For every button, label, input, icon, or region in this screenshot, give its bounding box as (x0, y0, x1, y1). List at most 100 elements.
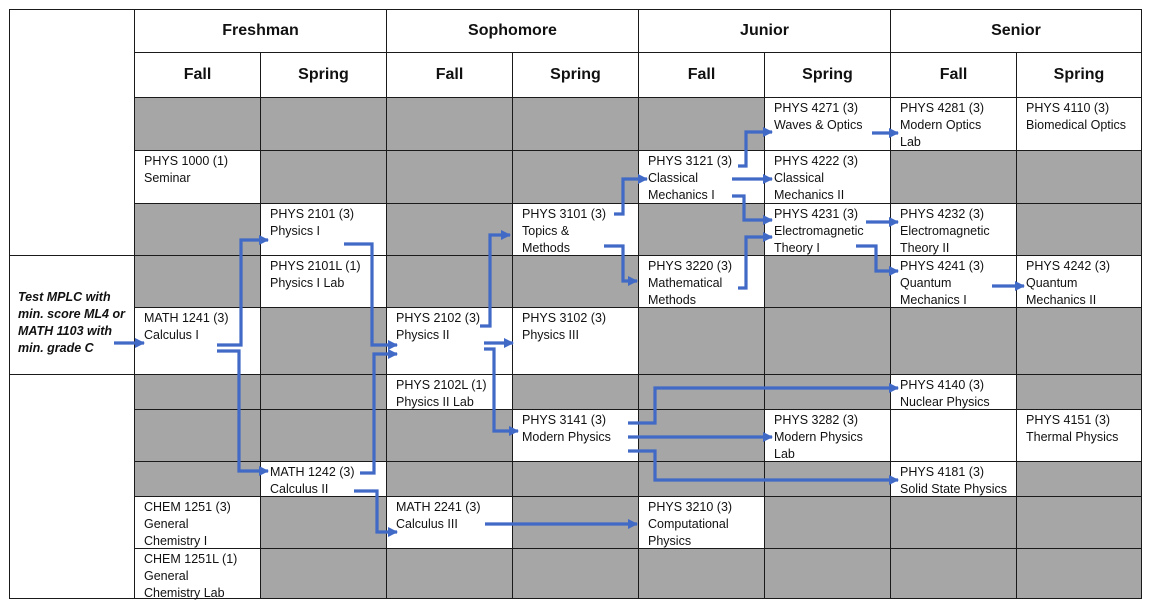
course-code: PHYS 4241 (3) (900, 259, 985, 273)
term-header-spring: Spring (512, 52, 639, 98)
course-title: Modern Physics (522, 430, 611, 444)
empty-cell (764, 307, 891, 375)
course-title: Electromagnetic Theory II (900, 224, 990, 255)
empty-cell (890, 496, 1017, 549)
course-code: PHYS 3102 (3) (522, 311, 607, 325)
course-title: Solid State Physics (900, 482, 1007, 496)
course-title: Seminar (144, 171, 191, 185)
empty-cell (764, 496, 891, 549)
arrow-math1241-to-math1242 (217, 349, 270, 477)
course-code: MATH 1241 (3) (144, 311, 229, 325)
course-code: PHYS 3282 (3) (774, 413, 859, 427)
arrow-math1242-to-phys2102 (360, 348, 399, 475)
course-code: PHYS 3141 (3) (522, 413, 607, 427)
empty-cell (638, 374, 765, 410)
prerequisite-note: Test MPLC with min. score ML4 or MATH 11… (18, 290, 125, 355)
course-code: CHEM 1251 (3) (144, 500, 231, 514)
course-cell-phys4281: PHYS 4281 (3) Modern Optics Lab (890, 97, 1017, 151)
term-header-spring: Spring (1016, 52, 1142, 98)
empty-cell (512, 255, 639, 308)
arrow-phys2102-to-phys3101 (480, 229, 512, 328)
arrow-phys4231-to-phys4241 (856, 244, 900, 277)
empty-cell (764, 548, 891, 599)
course-cell-phys4110: PHYS 4110 (3) Biomedical Optics (1016, 97, 1142, 151)
course-code: PHYS 4232 (3) (900, 207, 985, 221)
arrow-math1241-to-phys2101 (217, 234, 270, 347)
arrow-math1242-to-math2241 (354, 489, 399, 538)
course-code: PHYS 4281 (3) (900, 101, 985, 115)
empty-cell (1016, 150, 1142, 204)
empty-cell (386, 548, 513, 599)
course-code: PHYS 2101 (3) (270, 207, 355, 221)
course-code: PHYS 2102 (3) (396, 311, 481, 325)
empty-cell (890, 307, 1017, 375)
empty-cell (764, 255, 891, 308)
course-cell-phys2101l: PHYS 2101L (1) Physics I Lab (260, 255, 387, 308)
course-title: Calculus III (396, 517, 458, 531)
course-title: Waves & Optics (774, 118, 863, 132)
course-title: Mathematical Methods (648, 276, 723, 307)
arrow-phys3121-to-phys4231 (732, 194, 774, 226)
corner-cell (9, 9, 135, 256)
course-code: PHYS 1000 (1) (144, 154, 229, 168)
empty-cell (512, 548, 639, 599)
course-title: Topics & Methods (522, 224, 570, 255)
left-blank-cell (9, 374, 135, 599)
arrow-phys3101-to-phys3121 (614, 173, 649, 216)
course-cell-phys3141: PHYS 3141 (3) Modern Physics (512, 409, 639, 462)
course-code: PHYS 4271 (3) (774, 101, 859, 115)
course-cell-phys4241: PHYS 4241 (3) Quantum Mechanics I (890, 255, 1017, 308)
arrow-phys2102-to-phys3141 (484, 347, 520, 437)
empty-cell (1016, 203, 1142, 256)
arrow-phys2101-to-phys2102 (344, 242, 399, 351)
course-code: PHYS 3101 (3) (522, 207, 607, 221)
term-header-fall: Fall (386, 52, 513, 98)
course-title: Nuclear Physics (900, 395, 990, 409)
year-header-freshman: Freshman (134, 9, 387, 53)
course-code: PHYS 4140 (3) (900, 378, 985, 392)
course-title: Modern Physics Lab (774, 430, 863, 461)
course-title: Biomedical Optics (1026, 118, 1127, 132)
empty-cell (512, 150, 639, 204)
course-title: Physics III (522, 328, 579, 342)
course-code: PHYS 3210 (3) (648, 500, 733, 514)
course-code: PHYS 2102L (1) (396, 378, 487, 392)
empty-cell (638, 307, 765, 375)
empty-cell (638, 548, 765, 599)
course-code: PHYS 3121 (3) (648, 154, 733, 168)
course-title: Physics II Lab (396, 395, 474, 409)
course-title: Physics II (396, 328, 450, 342)
arrow-phys3121-to-phys4271 (738, 126, 774, 168)
course-code: PHYS 4242 (3) (1026, 259, 1111, 273)
arrow-phys3141-to-phys4140 (628, 382, 900, 425)
course-title: Quantum Mechanics II (1026, 276, 1097, 307)
course-cell-phys4271: PHYS 4271 (3) Waves & Optics (764, 97, 891, 151)
course-code: PHYS 2101L (1) (270, 259, 361, 273)
course-code: PHYS 3220 (3) (648, 259, 733, 273)
course-code: PHYS 4181 (3) (900, 465, 985, 479)
year-header-senior: Senior (890, 9, 1142, 53)
prereq-cell (9, 255, 135, 375)
course-code: MATH 2241 (3) (396, 500, 481, 514)
course-code: CHEM 1251L (1) (144, 552, 238, 566)
empty-cell (386, 461, 513, 497)
course-title: Quantum Mechanics I (900, 276, 967, 307)
course-title: Classical Mechanics I (648, 171, 715, 202)
course-code: PHYS 4231 (3) (774, 207, 859, 221)
empty-cell (890, 548, 1017, 599)
empty-cell (1016, 496, 1142, 549)
course-code: PHYS 4222 (3) (774, 154, 859, 168)
empty-cell (1016, 548, 1142, 599)
course-title: Classical Mechanics II (774, 171, 845, 202)
course-code: MATH 1242 (3) (270, 465, 355, 479)
course-code: PHYS 4151 (3) (1026, 413, 1111, 427)
course-cell-phys3210: PHYS 3210 (3) Computational Physics (638, 496, 765, 549)
course-title: General Chemistry I (144, 517, 208, 548)
empty-cell (260, 307, 387, 375)
term-header-spring: Spring (764, 52, 891, 98)
course-title: Computational Physics (648, 517, 729, 548)
empty-cell (512, 461, 639, 497)
course-cell-phys3220: PHYS 3220 (3) Mathematical Methods (638, 255, 765, 308)
course-title: General Chemistry Lab (144, 569, 225, 600)
course-cell-phys1000: PHYS 1000 (1) Seminar (134, 150, 261, 204)
